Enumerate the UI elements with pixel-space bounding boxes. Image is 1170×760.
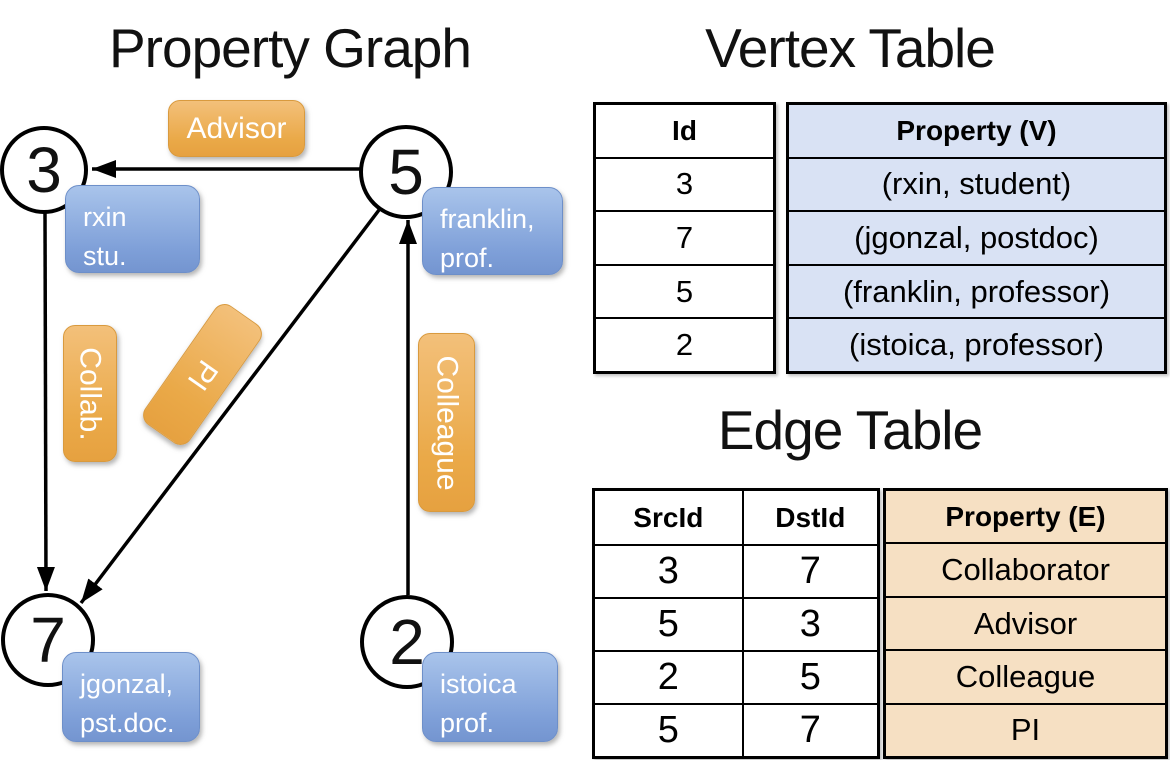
vertex-label-istoica-line2: prof. bbox=[440, 708, 495, 739]
vertex-label-istoica: istoica prof. bbox=[422, 652, 558, 742]
vertex-table-header-property: Property (V) bbox=[789, 105, 1164, 157]
edge-table-header-dstid: DstId bbox=[741, 491, 877, 544]
vertex-table-id-column: Id 3 7 5 2 bbox=[593, 102, 776, 374]
edge-label-pi-text: PI bbox=[181, 353, 225, 396]
vertex-label-rxin: rxin stu. bbox=[65, 185, 200, 273]
vertex-table-property-column: Property (V) (rxin, student) (jgonzal, p… bbox=[786, 102, 1167, 374]
edge-table-title: Edge Table bbox=[717, 399, 983, 461]
edge-label-collab: Collab. bbox=[63, 325, 117, 462]
edge-table-id-columns: SrcId DstId 3 7 5 3 2 5 5 7 bbox=[592, 488, 880, 759]
vertex-id-3: 3 bbox=[26, 134, 62, 206]
edge-table-dst-cell: 7 bbox=[741, 703, 877, 756]
vertex-label-rxin-line2: stu. bbox=[83, 241, 127, 272]
vertex-label-istoica-line1: istoica bbox=[440, 669, 517, 699]
vertex-label-rxin-line1: rxin bbox=[83, 202, 127, 232]
edge-table-property-cell: Advisor bbox=[886, 595, 1165, 650]
vertex-label-jgonzal: jgonzal, pst.doc. bbox=[62, 652, 200, 742]
vertex-label-jgonzal-line1: jgonzal, bbox=[80, 669, 174, 699]
vertex-table-title: Vertex Table bbox=[705, 17, 996, 79]
edge-collab-arrow bbox=[36, 212, 55, 592]
edge-table-dst-cell: 7 bbox=[741, 544, 877, 597]
edge-table-src-cell: 3 bbox=[595, 544, 742, 597]
edge-label-advisor-text: Advisor bbox=[186, 111, 287, 145]
vertex-label-franklin-line2: prof. bbox=[440, 243, 495, 274]
vertex-table-property-cell: (istoica, professor) bbox=[789, 317, 1164, 371]
edge-table-src-cell: 2 bbox=[595, 650, 742, 703]
edge-table-header-srcid: SrcId bbox=[633, 501, 704, 533]
vertex-table-property-cell: (rxin, student) bbox=[789, 156, 1164, 211]
vertex-table-id-cell: 5 bbox=[596, 263, 773, 318]
vertex-node-3 bbox=[0, 126, 88, 214]
vertex-id-7: 7 bbox=[30, 604, 66, 676]
vertex-table-id-cell: 3 bbox=[596, 156, 773, 211]
edge-label-collab-text: Collab. bbox=[74, 346, 108, 441]
vertex-table-id-cell: 2 bbox=[596, 317, 773, 371]
vertex-table-id-cell: 7 bbox=[596, 210, 773, 264]
property-graph-title: Property Graph bbox=[108, 17, 472, 79]
edge-table-property-column: Property (E) Collaborator Advisor Collea… bbox=[883, 488, 1168, 759]
edge-table-dst-cell: 5 bbox=[741, 650, 877, 703]
vertex-table-header-id: Id bbox=[672, 114, 697, 146]
vertex-table-property-cell: (franklin, professor) bbox=[789, 263, 1164, 318]
edge-pi-arrow bbox=[79, 208, 381, 605]
edge-label-colleague: Colleague bbox=[418, 333, 475, 512]
vertex-id-2: 2 bbox=[389, 606, 425, 678]
vertex-table-property-cell: (jgonzal, postdoc) bbox=[789, 210, 1164, 264]
edge-label-advisor: Advisor bbox=[168, 100, 305, 157]
edge-label-colleague-text: Colleague bbox=[430, 354, 464, 491]
vertex-label-jgonzal-line2: pst.doc. bbox=[80, 708, 175, 739]
edge-table-property-cell: PI bbox=[886, 702, 1165, 757]
edge-table-src-cell: 5 bbox=[595, 703, 742, 756]
vertex-label-franklin: franklin, prof. bbox=[422, 187, 563, 275]
edge-table-property-cell: Collaborator bbox=[886, 542, 1165, 596]
edge-table-header-property: Property (E) bbox=[886, 491, 1165, 543]
edge-table-property-cell: Colleague bbox=[886, 649, 1165, 703]
vertex-id-5: 5 bbox=[388, 136, 424, 208]
edge-table-dst-cell: 3 bbox=[741, 597, 877, 650]
vertex-label-franklin-line1: franklin, bbox=[440, 204, 535, 234]
edge-table-src-cell: 5 bbox=[595, 597, 742, 650]
